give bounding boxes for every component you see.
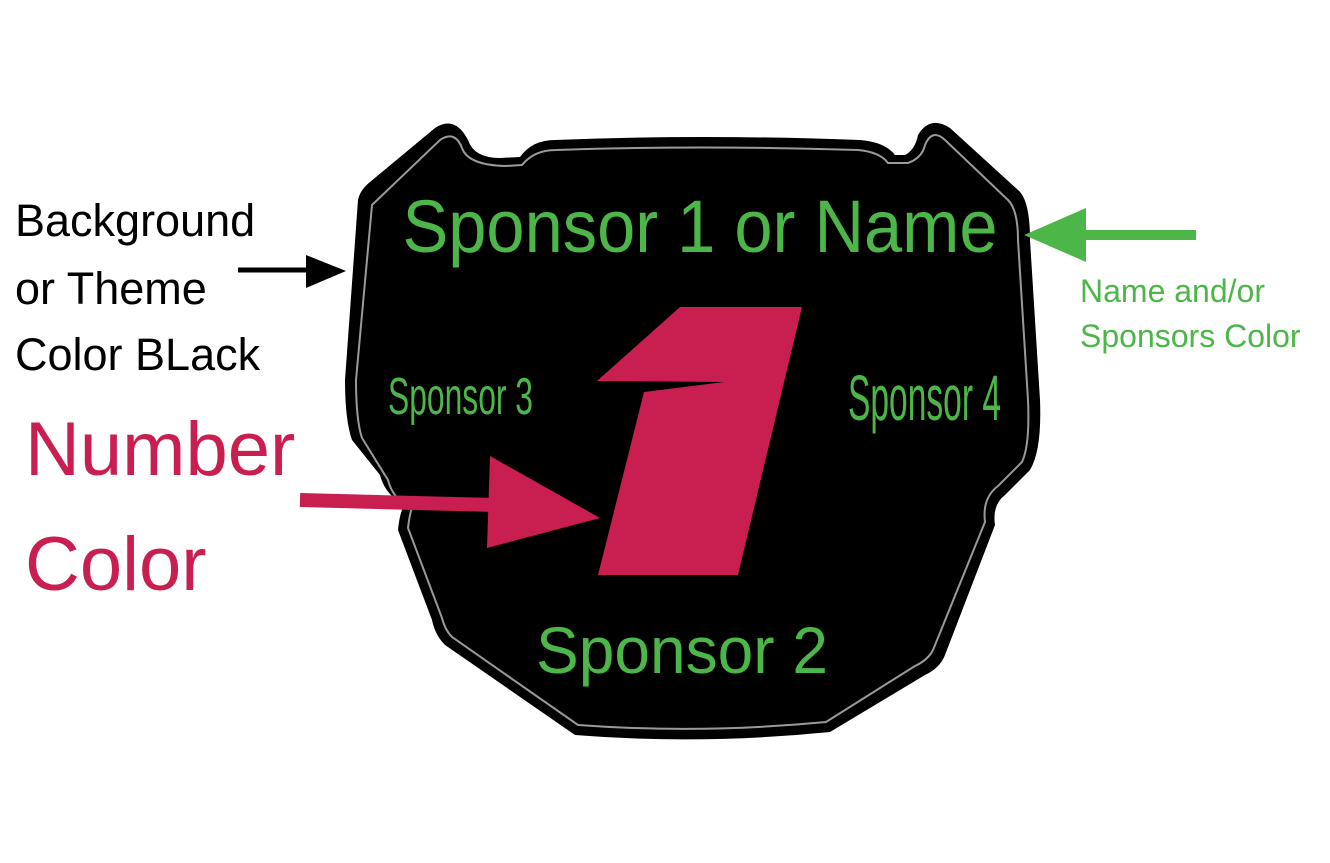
plate-inner-outline <box>354 134 1030 730</box>
number-arrow <box>299 456 600 548</box>
sponsors-label-line-2: Sponsors Color <box>1080 318 1301 354</box>
sponsor-2-text: Sponsor 2 <box>536 613 828 687</box>
sponsor-1-text: Sponsor 1 or Name <box>403 185 998 268</box>
background-label-line-3: Color BLack <box>15 329 261 380</box>
sponsor-3-text: Sponsor 3 <box>388 368 533 426</box>
sponsors-label-line-1: Name and/or <box>1080 273 1265 309</box>
sponsor-4-text: Sponsor 4 <box>848 362 1001 434</box>
number-one-shape <box>597 307 802 575</box>
number-label-line-2: Color <box>25 522 207 607</box>
number-label-line-1: Number <box>25 407 296 492</box>
background-label-line-1: Background <box>15 195 256 246</box>
background-arrow <box>238 255 346 288</box>
sponsors-arrow <box>1024 208 1196 262</box>
background-label-line-2: or Theme <box>15 263 207 314</box>
